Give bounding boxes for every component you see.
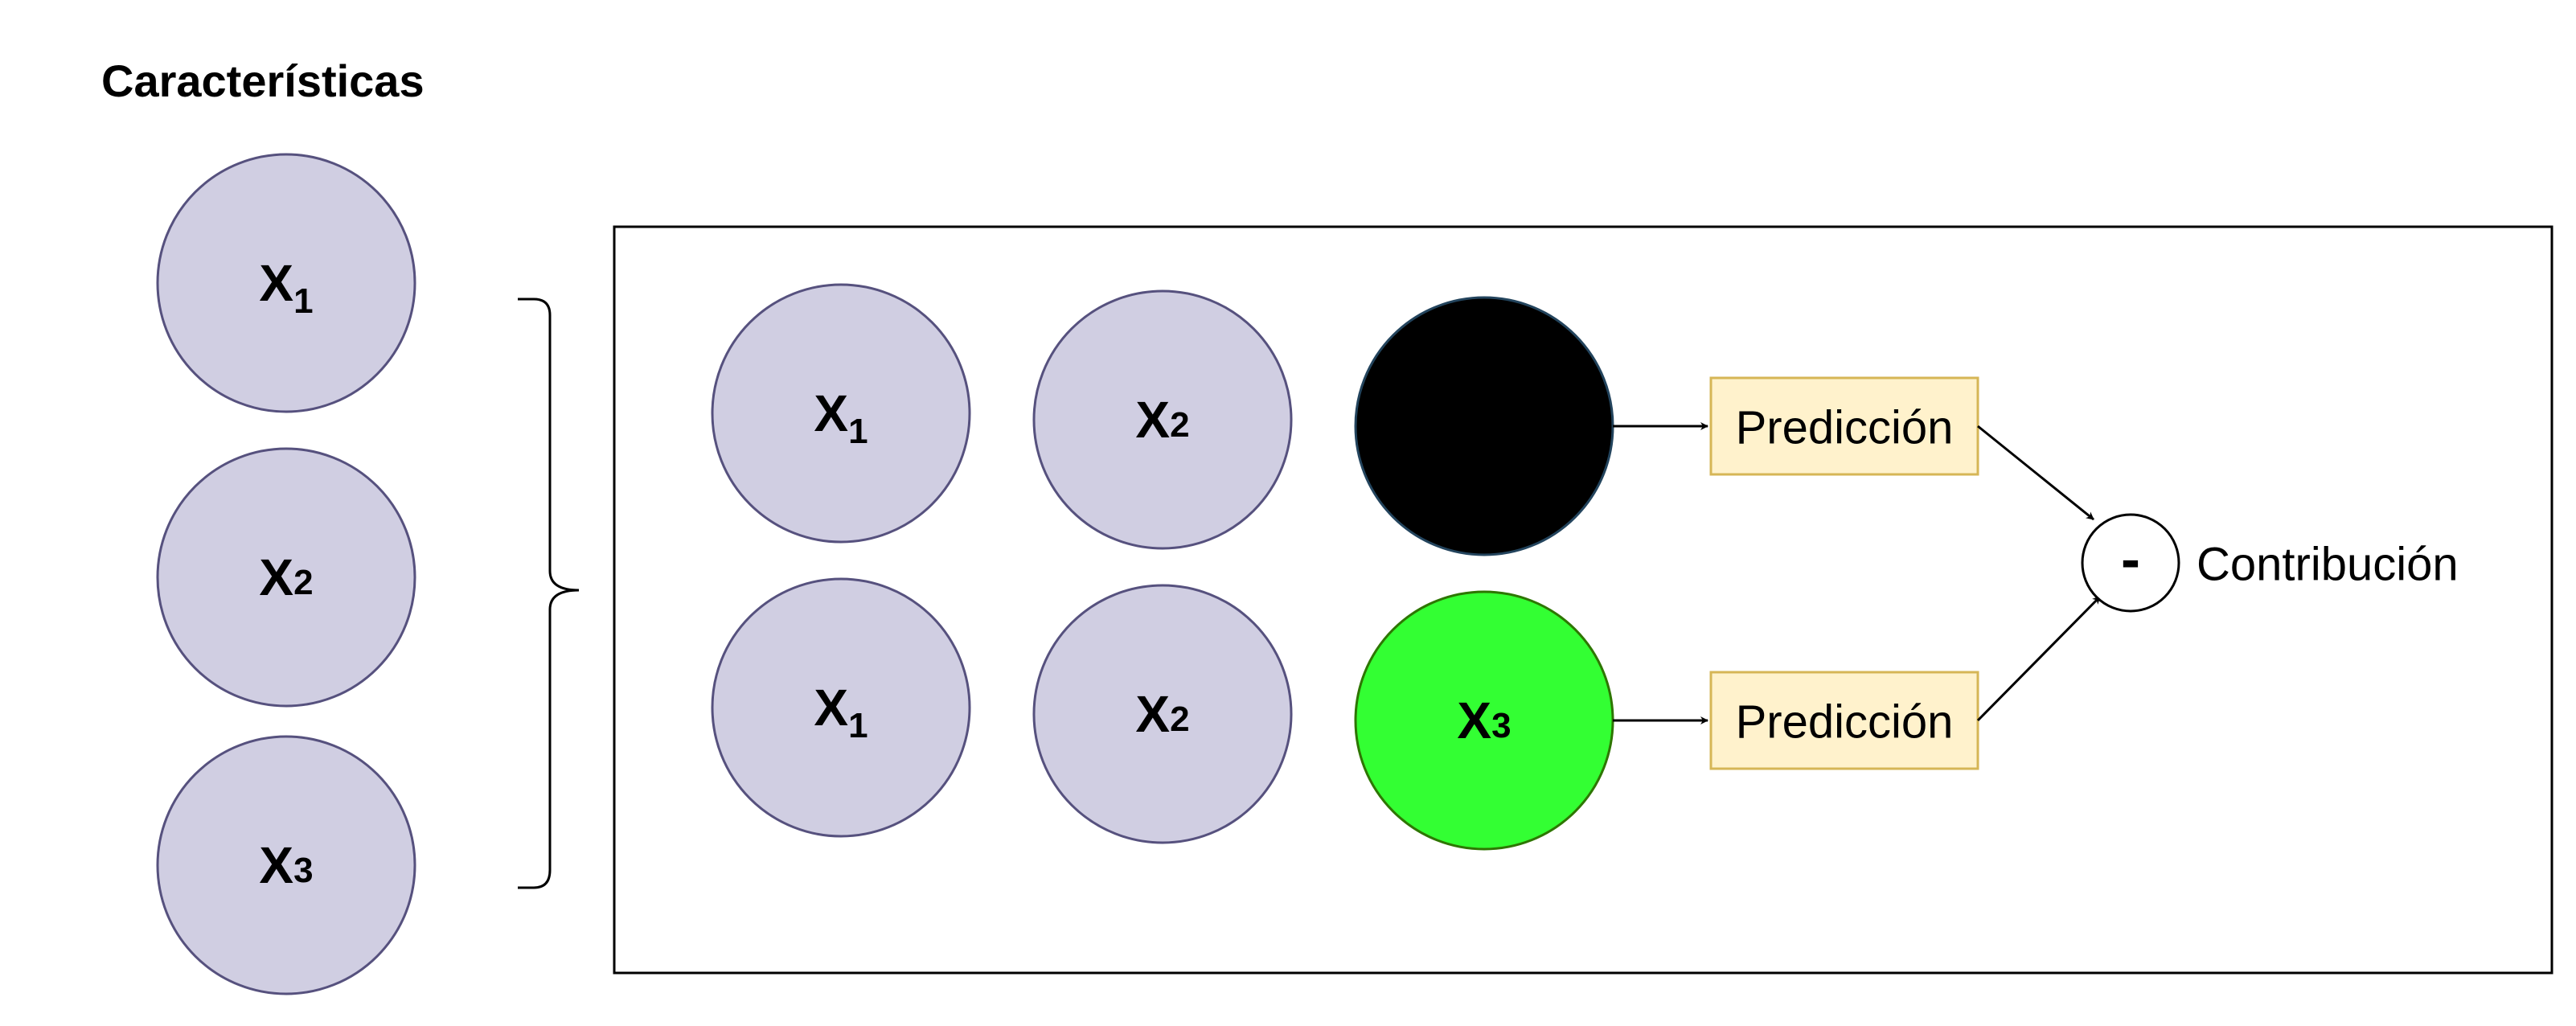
svg-text:X1: X1 — [814, 679, 868, 745]
feature-node-x1: X1 — [156, 153, 416, 413]
contribution-label: Contribución — [2197, 539, 2459, 591]
row2-prediction-box: Predicción — [1709, 671, 1979, 770]
feature-node-subscript: 2 — [293, 563, 313, 602]
row1-node-x2: X2 — [1032, 289, 1293, 550]
coalition-row-without-x3: X1 X2 Predicción — [711, 283, 2094, 556]
row2-node-x1: X1 — [711, 577, 971, 838]
row-node-subscript: 2 — [1170, 405, 1189, 445]
row1-arrow-to-operator — [1977, 425, 2094, 521]
row-node-subscript: 1 — [848, 412, 868, 451]
row-node-subscript: 2 — [1170, 700, 1189, 739]
subtraction-operator: - — [2081, 513, 2180, 613]
features-title: Características — [101, 55, 425, 106]
row-node-label: X — [1135, 685, 1170, 743]
row-node-label: X — [814, 384, 848, 442]
svg-text:X2: X2 — [259, 548, 313, 606]
row1-prediction-box: Predicción — [1709, 376, 1979, 476]
svg-text:X1: X1 — [259, 254, 313, 321]
row-node-label: X — [814, 679, 848, 737]
coalition-row-with-x3: X1 X2 X3 Predicción — [711, 577, 2102, 851]
svg-text:X2: X2 — [1135, 685, 1189, 743]
row2-arrow-to-operator — [1976, 595, 2102, 722]
svg-text:X2: X2 — [1135, 391, 1189, 449]
row-node-subscript: 3 — [1491, 706, 1511, 745]
row-node-subscript: 1 — [848, 706, 868, 745]
row1-node-x1: X1 — [711, 283, 971, 544]
feature-node-x2: X2 — [156, 447, 416, 708]
coalition-box — [613, 225, 2553, 975]
svg-text:X3: X3 — [1457, 692, 1511, 749]
prediction-label: Predicción — [1736, 696, 1954, 749]
row1-masked-node — [1354, 296, 1614, 556]
row-node-label: X — [1135, 391, 1170, 449]
row-node-label: X — [1457, 692, 1491, 749]
feature-node-label: X — [259, 548, 293, 606]
row2-highlighted-node-x3: X3 — [1354, 590, 1614, 851]
feature-node-x3: X3 — [156, 735, 416, 995]
row2-node-x2: X2 — [1032, 584, 1293, 844]
svg-text:X3: X3 — [259, 836, 313, 894]
grouping-brace — [518, 298, 580, 889]
feature-node-label: X — [259, 836, 293, 894]
operator-symbol: - — [2121, 527, 2140, 592]
feature-node-subscript: 1 — [293, 281, 313, 321]
feature-node-label: X — [259, 254, 293, 312]
svg-text:X1: X1 — [814, 384, 868, 451]
feature-column: X1 X2 X3 — [156, 153, 416, 995]
feature-node-subscript: 3 — [293, 851, 313, 890]
prediction-label: Predicción — [1736, 402, 1954, 454]
